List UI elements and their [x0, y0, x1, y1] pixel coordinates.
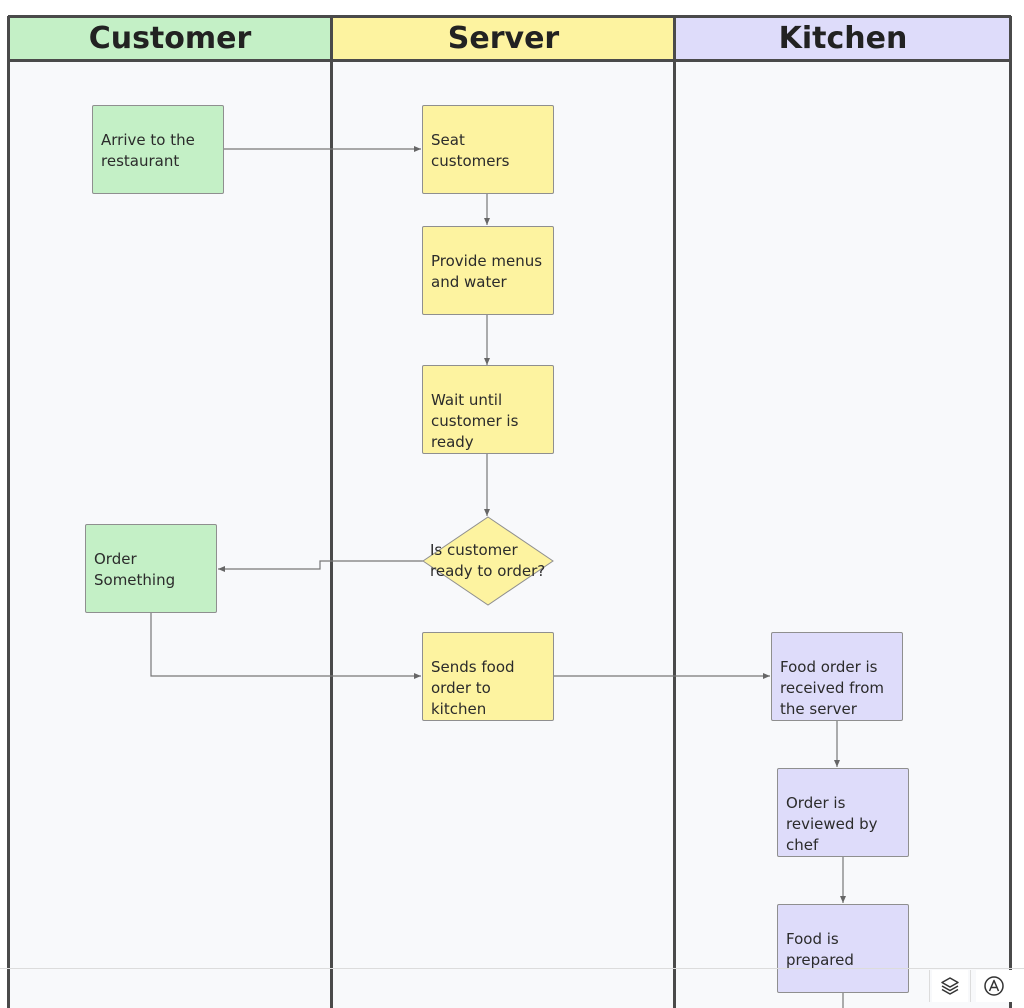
node-reviewed-line-2: reviewed by — [786, 815, 878, 833]
node-wait-line-2: customer is — [431, 412, 519, 430]
edge-decision-order — [218, 560, 423, 572]
lane-border-left — [7, 16, 10, 1008]
pool-top-border — [8, 15, 1011, 18]
node-decision-label: Is customer ready to order? — [430, 540, 560, 582]
node-menus-line-1: Provide menus — [431, 252, 543, 270]
node-decision-line-2: ready to order? — [430, 562, 546, 580]
shape-library-icon — [984, 976, 1004, 996]
node-arrive[interactable]: Arrive to the restaurant — [92, 105, 224, 194]
node-seat-line-1: Seat — [431, 131, 465, 149]
lane-divider-server-kitchen — [673, 16, 676, 1008]
layers-icon — [941, 977, 959, 995]
edge-order-sends — [150, 613, 421, 679]
decision-diamond[interactable] — [422, 516, 554, 606]
lane-header-kitchen[interactable]: Kitchen — [675, 16, 1011, 60]
node-prepared[interactable]: Food is prepared — [777, 904, 909, 993]
toolbar-separator — [929, 970, 930, 1002]
node-wait-line-3: ready — [431, 433, 474, 451]
bottom-toolbar-divider — [0, 968, 1024, 969]
layers-button[interactable] — [932, 970, 968, 1002]
node-decision-line-1: Is customer — [430, 541, 518, 559]
node-wait-line-1: Wait until — [431, 391, 503, 409]
node-arrive-line-1: Arrive to the — [101, 131, 195, 149]
lane-header-server[interactable]: Server — [332, 16, 675, 60]
header-divider — [8, 59, 1011, 62]
node-received-line-2: received from — [780, 679, 885, 697]
node-reviewed-line-3: chef — [786, 836, 819, 854]
node-wait[interactable]: Wait until customer is ready — [422, 365, 554, 454]
node-received[interactable]: Food order is received from the server — [771, 632, 903, 721]
node-menus[interactable]: Provide menus and water — [422, 226, 554, 315]
node-seat-line-2: customers — [431, 152, 510, 170]
node-prepared-line-1: Food is — [786, 930, 839, 948]
node-order[interactable]: Order Something — [85, 524, 217, 613]
node-reviewed[interactable]: Order is reviewed by chef — [777, 768, 909, 857]
node-seat[interactable]: Seat customers — [422, 105, 554, 194]
node-sends-line-1: Sends food — [431, 658, 515, 676]
shape-library-button[interactable] — [976, 970, 1012, 1002]
node-prepared-line-2: prepared — [786, 951, 854, 969]
node-received-line-1: Food order is — [780, 658, 878, 676]
node-menus-line-2: and water — [431, 273, 507, 291]
lane-header-customer[interactable]: Customer — [8, 16, 332, 60]
node-sends[interactable]: Sends food order to kitchen — [422, 632, 554, 721]
lane-border-right — [1009, 16, 1012, 1008]
node-sends-line-3: kitchen — [431, 700, 487, 718]
node-received-line-3: the server — [780, 700, 857, 718]
node-reviewed-line-1: Order is — [786, 794, 846, 812]
toolbar-separator-2 — [970, 970, 971, 1002]
node-arrive-line-2: restaurant — [101, 152, 180, 170]
lane-divider-customer-server — [330, 16, 333, 1008]
node-order-line-2: Something — [94, 571, 176, 589]
node-sends-line-2: order to — [431, 679, 491, 697]
node-order-line-1: Order — [94, 550, 137, 568]
